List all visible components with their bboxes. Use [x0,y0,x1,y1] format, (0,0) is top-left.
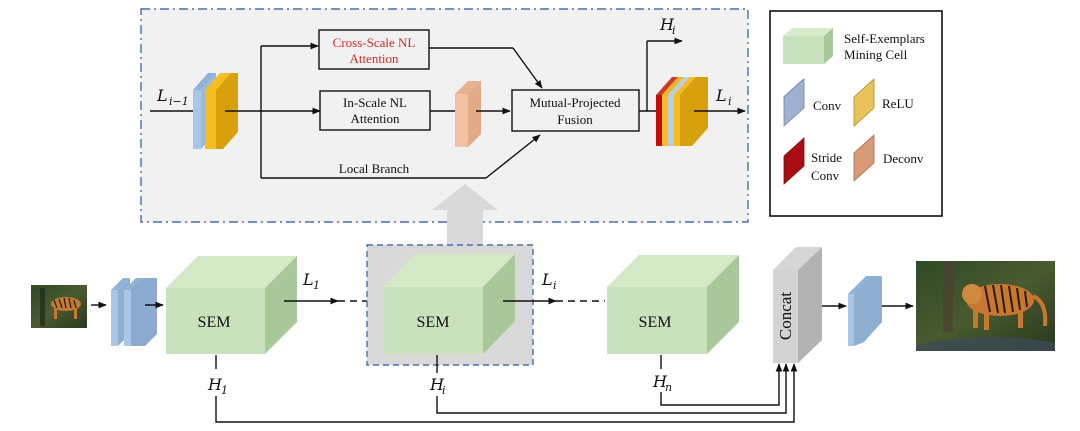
l1-label: L [302,270,314,289]
hi-label: H [429,375,445,394]
legend-relu-label: ReLU [882,96,914,111]
cross-scale-line1: Cross-Scale NL [333,35,416,50]
tail-conv-layer [848,276,882,346]
in-scale-attention-box: In-Scale NL Attention [319,90,431,131]
local-branch-label: Local Branch [339,161,410,176]
expand-arrow [432,184,498,249]
legend-relu-swatch [853,78,875,127]
li-label: L [541,270,553,289]
legend-sem-swatch [783,28,833,64]
sem-block-1: SEM [166,256,297,354]
h-out-sub: i [672,24,676,37]
cross-scale-attention-box: Cross-Scale NL Attention [318,29,430,70]
legend-conv-swatch [783,78,805,127]
l-out-sub: i [728,95,732,108]
legend-deconv-label: Deconv [883,151,924,166]
sem-block-i: SEM [383,254,515,354]
legend-stride-line1: Stride [811,150,842,165]
sem-i-label: SEM [417,314,450,331]
h1-label: H [207,375,223,394]
l-out-label: L [715,86,727,105]
input-label: L [156,86,168,105]
concat-label: Concat [776,292,795,340]
hn-label: H [652,372,668,391]
sem-n-label: SEM [639,314,672,331]
cross-scale-line2: Attention [349,51,399,66]
legend-sem-line1: Self-Exemplars [844,31,925,46]
skip-connections [215,363,798,423]
legend-stride-conv-swatch [783,137,805,185]
h1-sub: 1 [221,384,228,397]
fusion-line2: Fusion [557,112,593,127]
input-image [31,285,87,328]
concat-block: Concat [773,247,822,363]
legend-conv-label: Conv [813,98,842,113]
in-scale-line1: In-Scale NL [343,95,407,110]
legend-deconv-swatch [853,134,875,182]
output-image [916,261,1055,351]
mutual-projected-fusion-box: Mutual-Projected Fusion [511,89,640,132]
hn-sub: n [665,381,672,394]
head-conv-layers [111,278,157,346]
deconv-layer [455,81,481,147]
in-scale-line2: Attention [350,111,400,126]
legend: Self-Exemplars Mining Cell Conv ReLU Str… [769,10,943,217]
legend-stride-line2: Conv [811,168,840,183]
sem-block-n: SEM [607,255,739,354]
h-out-label: H [659,15,675,34]
li-sub: i [553,279,557,292]
sem-1-label: SEM [198,314,231,331]
legend-sem-line2: Mining Cell [844,47,908,62]
hi-sub: i [442,384,446,397]
l1-sub: 1 [313,279,320,292]
fusion-line1: Mutual-Projected [530,95,621,110]
input-sub: i−1 [169,95,189,108]
